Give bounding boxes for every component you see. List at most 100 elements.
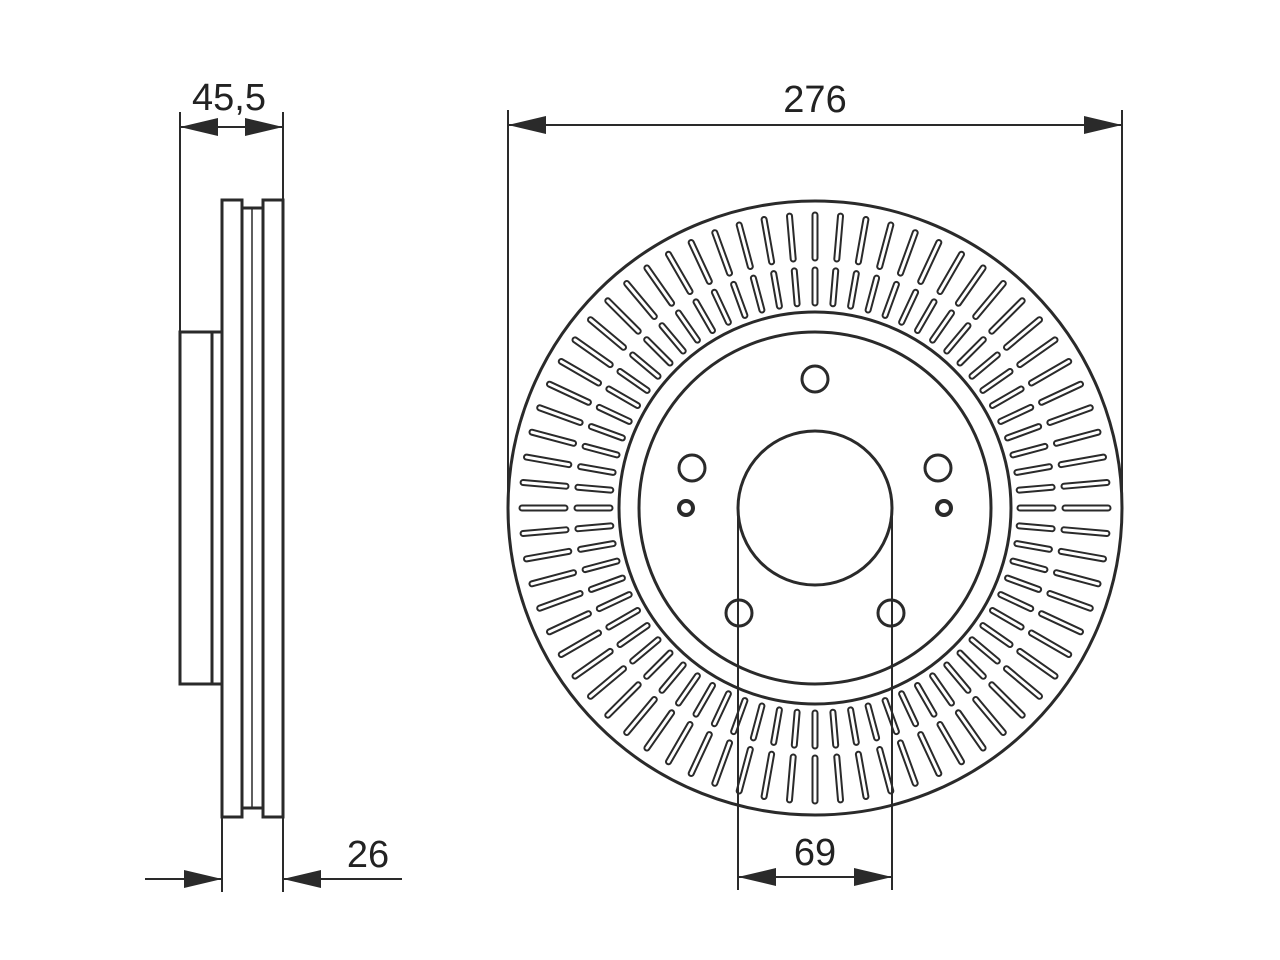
vent-slot-opening — [521, 481, 568, 488]
vent-slot-opening — [589, 576, 624, 591]
arrowhead-69-right — [854, 868, 892, 886]
vent-slot-opening — [689, 733, 711, 775]
vent-slot-opening — [589, 318, 625, 349]
vent-slot-opening — [525, 549, 571, 561]
vent-slot-opening — [762, 218, 774, 264]
vent-slot-opening — [737, 748, 752, 793]
vent-slot-opening — [831, 710, 838, 747]
vent-slot-opening — [576, 524, 613, 531]
vent-slot-opening — [1055, 430, 1100, 445]
vent-slot-opening — [625, 282, 656, 318]
vent-slot-opening — [576, 485, 613, 492]
vent-slot-opening — [694, 684, 714, 716]
vent-slot-opening — [583, 559, 619, 572]
arrowhead-276-left — [508, 116, 546, 134]
vent-slot-opening — [919, 733, 941, 775]
vent-slot-opening — [931, 674, 953, 705]
vent-slot-opening — [677, 311, 699, 342]
front-view — [506, 110, 1124, 890]
vent-slot-opening — [772, 708, 781, 744]
vent-slot-opening — [956, 711, 985, 750]
vent-slot-opening — [831, 269, 838, 306]
vent-slot-opening — [660, 663, 685, 692]
vent-slot-opening — [645, 711, 674, 750]
vent-slot-opening — [899, 231, 917, 275]
vent-slot-opening — [530, 571, 575, 586]
vent-slot-opening — [762, 752, 774, 798]
vent-slot-opening — [849, 708, 858, 744]
vent-slot-opening — [900, 290, 918, 324]
vent-slot-opening — [1015, 465, 1051, 474]
side-view — [145, 112, 402, 892]
hub-section — [178, 330, 224, 686]
vent-slot-opening — [945, 324, 970, 353]
vent-slot-opening — [1059, 455, 1105, 467]
vent-slot-opening — [583, 444, 619, 457]
vent-slot-opening — [916, 684, 936, 716]
vent-slot-opening — [919, 241, 941, 283]
vent-slot-opening — [694, 300, 714, 332]
vent-slot-opening — [607, 387, 639, 407]
vent-slot-opening — [631, 353, 660, 378]
vent-slot-opening — [1059, 549, 1105, 561]
vent-slot-opening — [956, 266, 985, 305]
screw-hole-left — [677, 499, 695, 517]
vent-slot-opening — [597, 405, 631, 423]
vent-slot-opening — [1005, 318, 1041, 349]
vent-slot-opening — [945, 663, 970, 692]
vent-slot-opening — [645, 266, 674, 305]
vent-slot-opening — [883, 699, 898, 734]
vent-slot-opening — [990, 683, 1024, 717]
vent-slot-opening — [1040, 382, 1082, 404]
vent-slot-opening — [618, 624, 649, 646]
vent-slot-opening — [667, 252, 692, 293]
vent-slot-opening — [974, 698, 1005, 734]
hat-edge-outer — [617, 310, 1013, 706]
vent-slot-opening — [899, 741, 917, 785]
vent-slot-opening — [589, 425, 624, 440]
vent-slot-opening — [856, 752, 868, 798]
vent-slot-opening — [938, 252, 963, 293]
vent-slot-opening — [606, 683, 640, 717]
vent-slot-opening — [645, 338, 672, 365]
vent-slot-opening — [1030, 360, 1071, 385]
vent-slot-opening — [548, 612, 590, 634]
vent-slot-opening — [1062, 528, 1109, 535]
vent-slot-opening — [732, 699, 747, 734]
hat-edge-inner — [637, 330, 993, 686]
vent-slot-opening — [981, 370, 1012, 392]
vent-slot-opening — [883, 282, 898, 317]
vent-slot-opening — [579, 542, 615, 551]
bolt-hole-right — [923, 453, 953, 483]
inner-flange — [220, 198, 244, 819]
arrowhead-276-right — [1084, 116, 1122, 134]
vent-slot-opening — [958, 651, 985, 678]
vent-slot-opening — [835, 214, 842, 261]
vent-slot-opening — [788, 214, 795, 261]
vent-slot-opening — [579, 465, 615, 474]
vent-slot-opening — [689, 241, 711, 283]
vent-slot-opening — [970, 638, 999, 663]
outer-diameter-label: 276 — [783, 79, 846, 121]
vent-slot-opening — [1005, 667, 1041, 698]
vent-slot-opening — [559, 360, 600, 385]
vent-slot-opening — [1017, 485, 1054, 492]
vent-slot-opening — [589, 667, 625, 698]
vent-slot-opening — [856, 218, 868, 264]
vent-slot-opening — [1048, 406, 1092, 424]
vent-slot-opening — [991, 609, 1023, 629]
vent-slot-opening — [732, 282, 747, 317]
vent-slot-opening — [677, 674, 699, 705]
vent-slot-opening — [607, 609, 639, 629]
vent-slot-opening — [606, 299, 640, 333]
vent-slot-opening — [1006, 576, 1041, 591]
vent-slot-opening — [974, 282, 1005, 318]
vent-slot-opening — [866, 704, 879, 740]
bolt-hole-left — [677, 453, 707, 483]
arrowhead-45-right — [245, 118, 283, 136]
vent-slot-opening — [1030, 631, 1071, 656]
vent-slot-opening — [1018, 649, 1057, 678]
vent-slot-opening — [938, 723, 963, 764]
vent-slot-opening — [631, 638, 660, 663]
